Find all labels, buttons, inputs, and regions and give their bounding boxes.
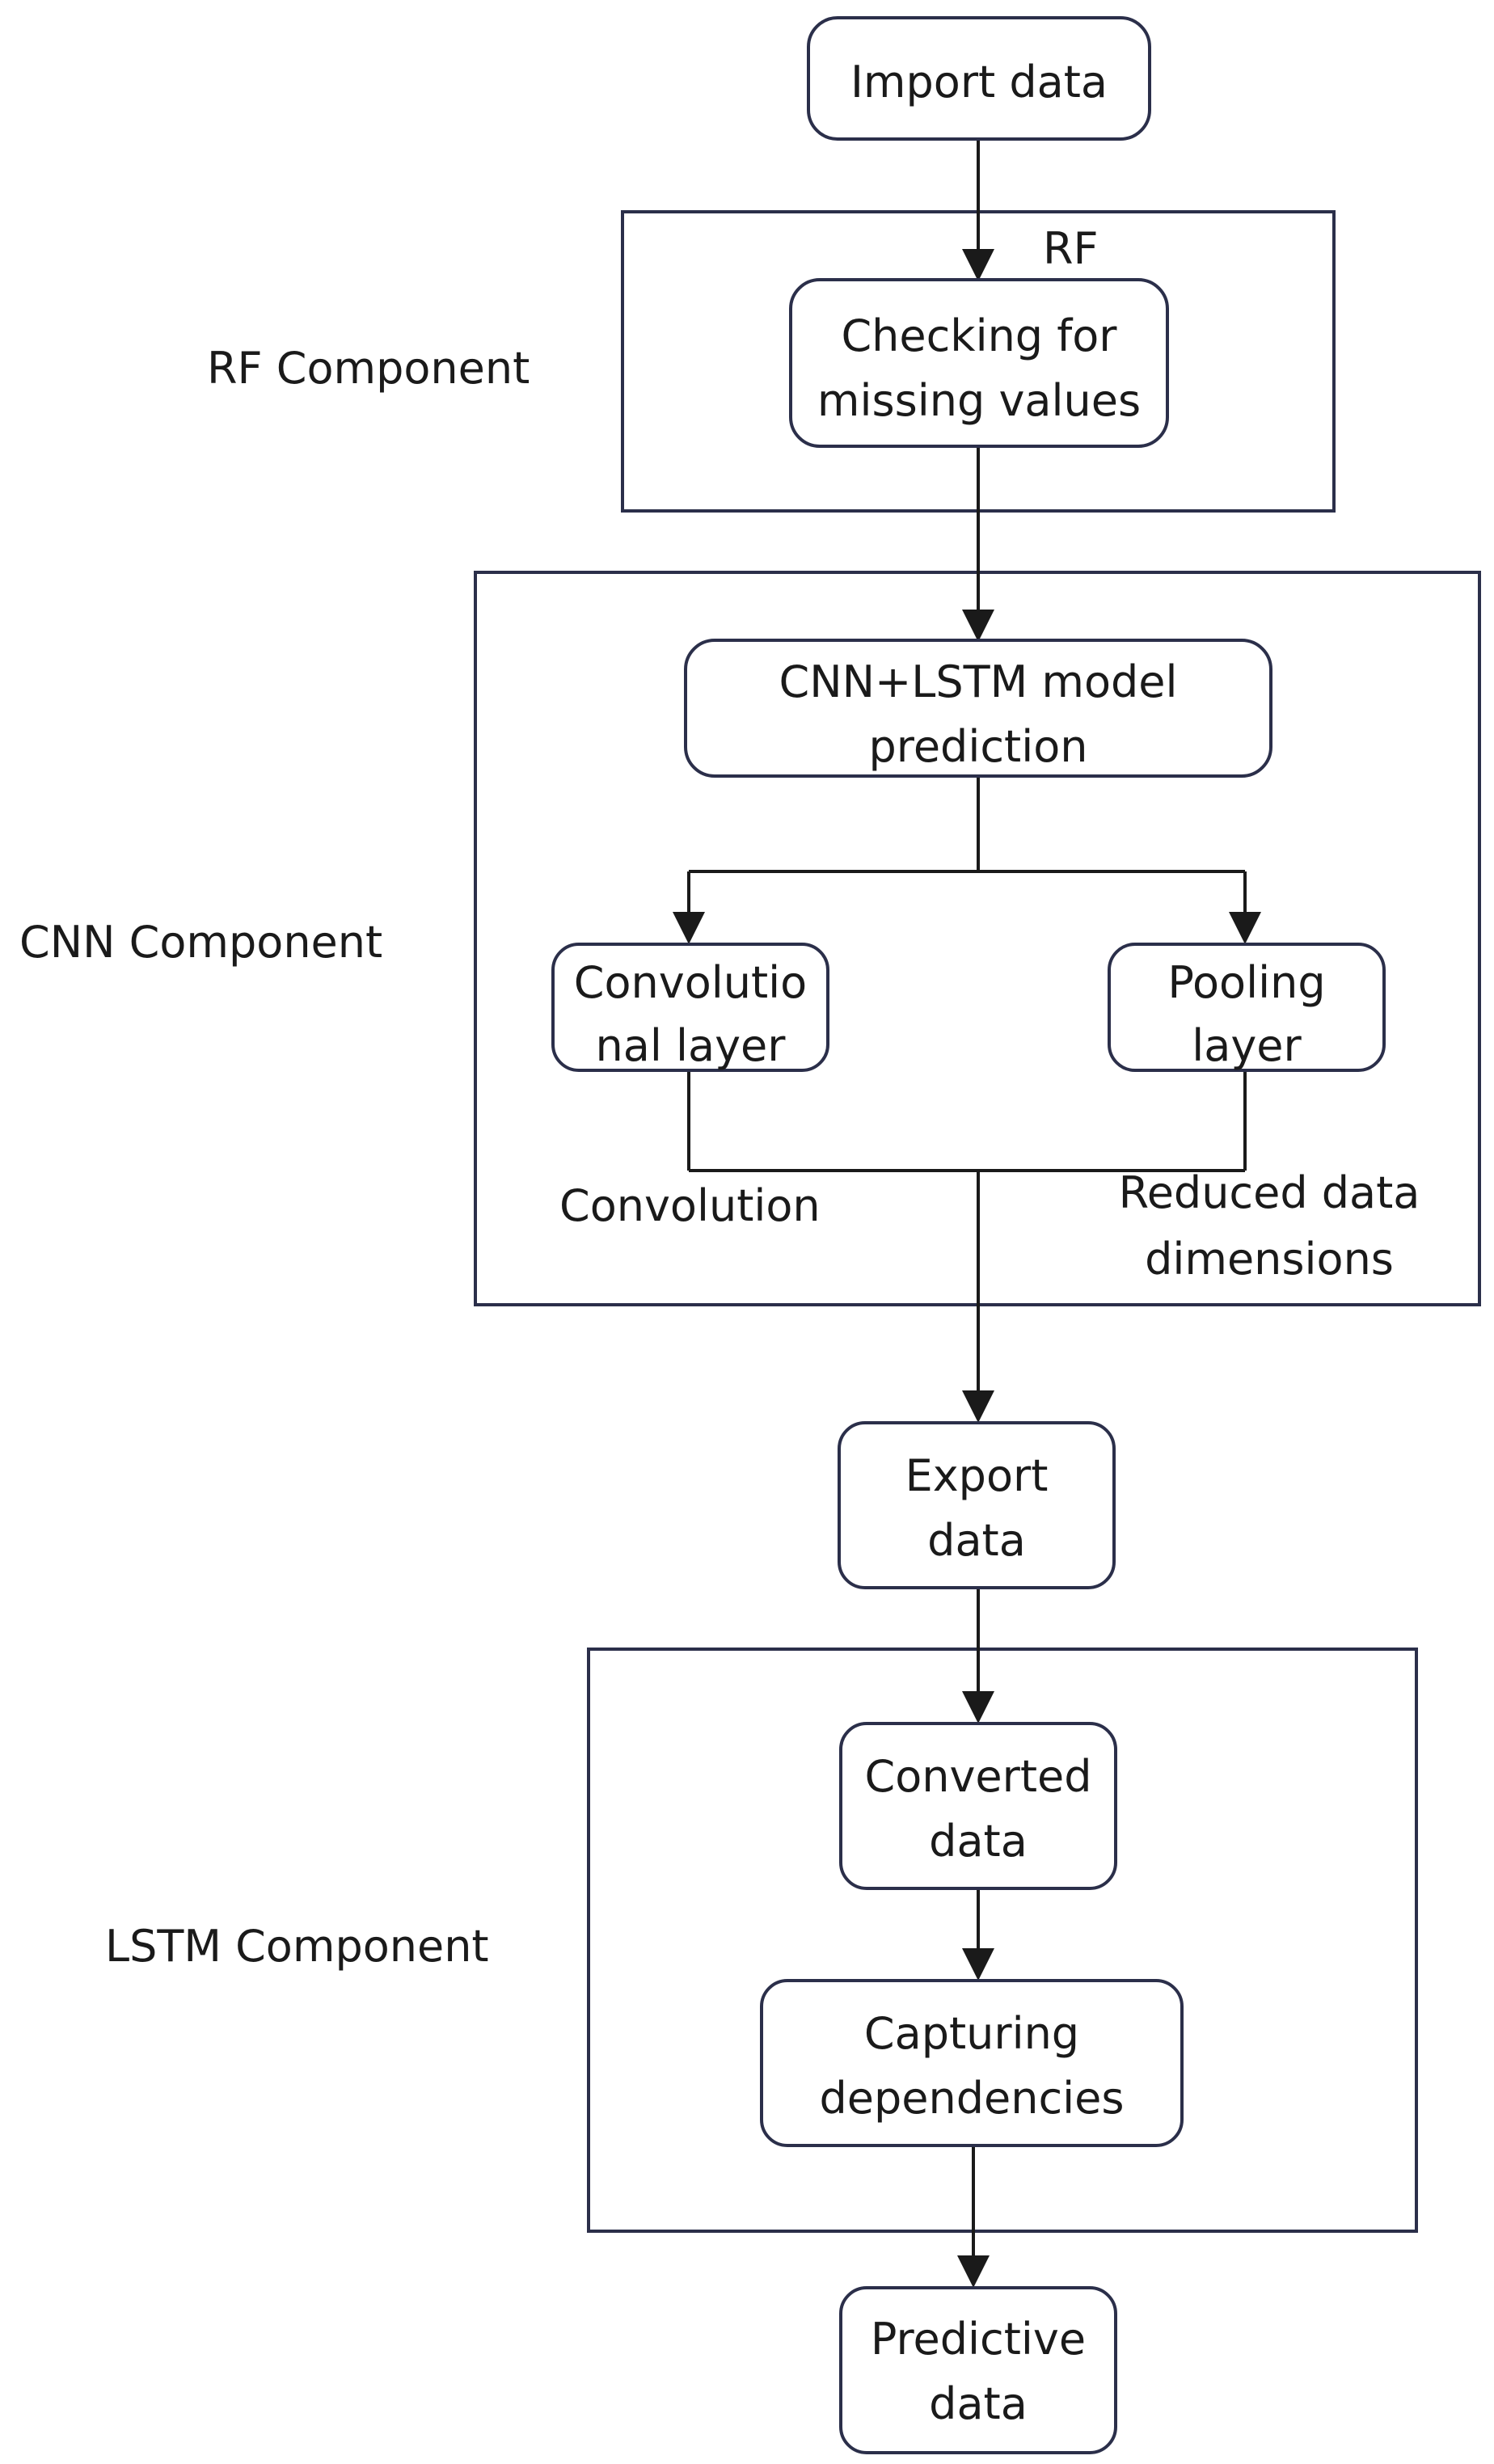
node-import-data: Import data (807, 16, 1151, 141)
node-predictive-data-line-2: data (929, 2378, 1028, 2429)
reduced-dimensions-label-line-1: Reduced data (1119, 1167, 1420, 1218)
node-predictive-data-line-1: Predictive (871, 2314, 1086, 2365)
cnn-component-label: CNN Component (19, 917, 382, 968)
node-pooling-layer-line-1: Pooling (1167, 957, 1325, 1008)
convolution-label: Convolution (559, 1180, 821, 1231)
node-checking-missing-values-line-2: missing values (817, 375, 1141, 426)
node-convolutional-layer-line-2: nal layer (596, 1020, 787, 1071)
reduced-dimensions-label-line-2: dimensions (1145, 1234, 1394, 1285)
node-pooling-layer: Pooling layer (1108, 943, 1386, 1072)
node-cnn-lstm-prediction: CNN+LSTM model prediction (684, 639, 1272, 778)
edges (673, 139, 1261, 2288)
node-convolutional-layer-line-1: Convolutio (574, 957, 807, 1008)
node-import-data-line-1: Import data (850, 57, 1108, 108)
node-checking-missing-values: Checking for missing values (789, 278, 1169, 448)
node-capturing-dependencies-line-1: Capturing (864, 2008, 1079, 2059)
node-export-data-line-2: data (927, 1515, 1026, 1566)
node-capturing-dependencies: Capturing dependencies (760, 1979, 1184, 2147)
node-checking-missing-values-line-1: Checking for (841, 310, 1117, 361)
node-export-data-line-1: Export (905, 1450, 1049, 1501)
node-pooling-layer-line-2: layer (1192, 1020, 1302, 1071)
node-capturing-dependencies-line-2: dependencies (820, 2073, 1125, 2124)
rf-component-label: RF Component (207, 343, 530, 394)
lstm-component-frame (587, 1648, 1418, 2233)
lstm-component-label: LSTM Component (105, 1921, 489, 1972)
node-predictive-data: Predictive data (839, 2286, 1117, 2454)
node-converted-data-line-1: Converted (864, 1751, 1091, 1802)
node-converted-data-line-2: data (929, 1816, 1028, 1867)
node-converted-data: Converted data (839, 1722, 1117, 1890)
node-convolutional-layer: Convolutio nal layer (551, 943, 829, 1072)
node-export-data: Export data (838, 1421, 1116, 1589)
node-cnn-lstm-prediction-line-2: prediction (869, 721, 1088, 772)
node-cnn-lstm-prediction-line-1: CNN+LSTM model (779, 656, 1178, 707)
rf-inner-label: RF (1043, 223, 1099, 274)
